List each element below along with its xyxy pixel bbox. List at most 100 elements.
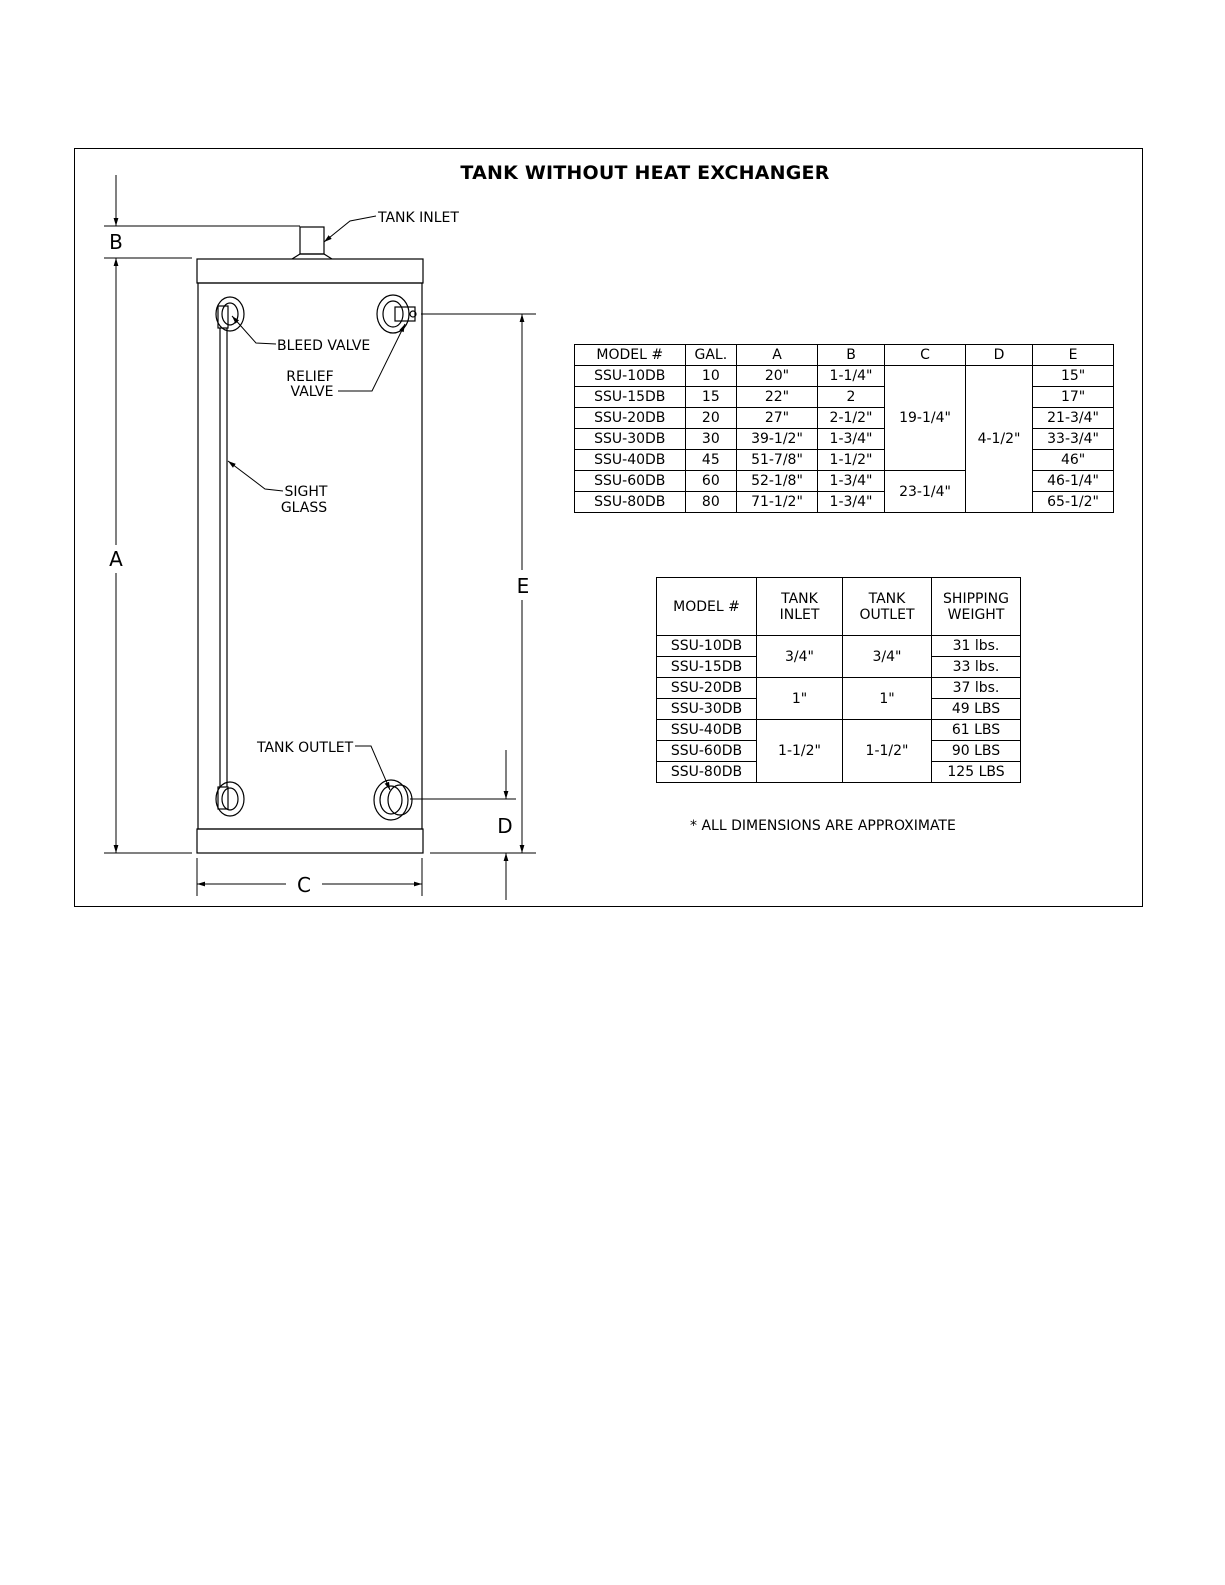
cell-gal: 30	[684, 428, 738, 450]
cell-e: 46-1/4"	[1032, 470, 1114, 492]
connection-table: MODEL # TANK INLET TANK OUTLET SHIPPING …	[656, 577, 1021, 783]
cell-weight: 37 lbs.	[931, 677, 1021, 699]
cell-c: 19-1/4"	[884, 365, 966, 471]
tank-outlet-label: TANK OUTLET	[256, 740, 354, 756]
cell-e: 15"	[1032, 365, 1114, 387]
cell-inlet: 1"	[756, 677, 843, 720]
table-row: SSU-60DB 90 LBS	[656, 740, 1021, 762]
tank-outlet-fitting	[373, 779, 413, 821]
tank-inlet-pipe	[291, 226, 333, 260]
table-row: SSU-20DB 1" 1" 37 lbs.	[656, 677, 1021, 720]
cell-inlet: 1-1/2"	[756, 719, 843, 783]
cell-b: 1-1/2"	[816, 449, 886, 471]
table-row: SSU-30DB 30 39-1/2" 1-3/4" 33-3/4"	[574, 428, 1114, 450]
col-e: E	[1032, 344, 1114, 366]
cell-model: SSU-15DB	[656, 656, 757, 678]
cell-model: SSU-60DB	[656, 740, 757, 762]
drawing-frame	[74, 148, 1143, 907]
dim-e-label: E	[517, 574, 530, 598]
cell-b: 2	[816, 386, 886, 408]
cell-model: SSU-20DB	[574, 407, 686, 429]
cell-model: SSU-60DB	[574, 470, 686, 492]
cell-model: SSU-40DB	[574, 449, 686, 471]
cell-model: SSU-30DB	[656, 698, 757, 720]
cell-d: 4-1/2"	[964, 365, 1034, 513]
dim-a-label: A	[109, 547, 123, 571]
relief-valve-label-line2: VALVE	[291, 384, 334, 400]
table-row: SSU-10DB 10 20" 1-1/4" 19-1/4" 4-1/2" 15…	[574, 365, 1114, 513]
col-c: C	[884, 344, 966, 366]
cell-inlet: 3/4"	[756, 635, 843, 678]
header-line: OUTLET	[859, 606, 915, 623]
cell-model: SSU-80DB	[656, 761, 757, 783]
cell-outlet: 1"	[842, 677, 932, 720]
cell-weight: 125 LBS	[931, 761, 1021, 783]
table-row: SSU-30DB 49 LBS	[656, 698, 1021, 720]
cell-gal: 20	[684, 407, 738, 429]
cell-e: 46"	[1032, 449, 1114, 471]
cell-model: SSU-40DB	[656, 719, 757, 741]
cell-c: 23-1/4"	[884, 470, 966, 513]
cell-weight: 49 LBS	[931, 698, 1021, 720]
cell-outlet: 1-1/2"	[842, 719, 932, 783]
table-row: SSU-40DB 1-1/2" 1-1/2" 61 LBS	[656, 719, 1021, 783]
sight-glass-label-line2: GLASS	[281, 500, 327, 516]
cell-e: 65-1/2"	[1032, 491, 1114, 513]
cell-weight: 90 LBS	[931, 740, 1021, 762]
cell-b: 1-1/4"	[816, 365, 886, 387]
cell-gal: 10	[684, 365, 738, 387]
relief-valve-label-line1: RELIEF	[286, 369, 333, 385]
cell-model: SSU-10DB	[656, 635, 757, 657]
cell-weight: 61 LBS	[931, 719, 1021, 741]
cell-model: SSU-15DB	[574, 386, 686, 408]
col-b: B	[816, 344, 886, 366]
bleed-valve-label: BLEED VALVE	[277, 338, 370, 354]
cell-gal: 45	[684, 449, 738, 471]
table-row: SSU-15DB 33 lbs.	[656, 656, 1021, 678]
cell-a: 27"	[736, 407, 818, 429]
dimension-table-header: MODEL # GAL. A B C D E	[574, 344, 1114, 366]
cell-gal: 60	[684, 470, 738, 492]
header-line: WEIGHT	[947, 606, 1005, 623]
cell-e: 17"	[1032, 386, 1114, 408]
cell-model: SSU-10DB	[574, 365, 686, 387]
approximate-note: * ALL DIMENSIONS ARE APPROXIMATE	[690, 818, 956, 834]
col-model: MODEL #	[656, 577, 757, 636]
table-row: SSU-60DB 60 52-1/8" 1-3/4" 23-1/4" 46-1/…	[574, 470, 1114, 513]
cell-a: 52-1/8"	[736, 470, 818, 492]
cell-weight: 33 lbs.	[931, 656, 1021, 678]
dimension-table: MODEL # GAL. A B C D E SSU-10DB 10 20" 1…	[574, 344, 1114, 513]
tank-inlet-label: TANK INLET	[377, 210, 459, 226]
header-line: TANK	[868, 590, 906, 607]
cell-b: 1-3/4"	[816, 428, 886, 450]
cell-e: 21-3/4"	[1032, 407, 1114, 429]
dim-c-label: C	[297, 873, 311, 897]
cell-a: 22"	[736, 386, 818, 408]
cell-e: 33-3/4"	[1032, 428, 1114, 450]
col-d: D	[964, 344, 1034, 366]
header-line: INLET	[779, 606, 820, 623]
cell-gal: 15	[684, 386, 738, 408]
cell-weight: 31 lbs.	[931, 635, 1021, 657]
cell-a: 51-7/8"	[736, 449, 818, 471]
col-tank-inlet: TANK INLET	[756, 577, 843, 636]
cell-gal: 80	[684, 491, 738, 513]
col-a: A	[736, 344, 818, 366]
drawing-title: TANK WITHOUT HEAT EXCHANGER	[460, 162, 830, 184]
cell-a: 71-1/2"	[736, 491, 818, 513]
table-row: SSU-20DB 20 27" 2-1/2" 21-3/4"	[574, 407, 1114, 429]
header-line: TANK	[781, 590, 818, 607]
col-shipping-weight: SHIPPING WEIGHT	[931, 577, 1021, 636]
cell-b: 1-3/4"	[816, 470, 886, 492]
table-row: SSU-10DB 3/4" 3/4" 31 lbs.	[656, 635, 1021, 678]
col-gal: GAL.	[684, 344, 738, 366]
table-row: SSU-80DB 125 LBS	[656, 761, 1021, 783]
cell-a: 20"	[736, 365, 818, 387]
sight-glass-assembly	[215, 296, 245, 817]
dim-b-label: B	[109, 230, 123, 254]
cell-outlet: 3/4"	[842, 635, 932, 678]
dim-d-label: D	[497, 814, 512, 838]
cell-model: SSU-30DB	[574, 428, 686, 450]
table-row: SSU-80DB 80 71-1/2" 1-3/4" 65-1/2"	[574, 491, 1114, 513]
